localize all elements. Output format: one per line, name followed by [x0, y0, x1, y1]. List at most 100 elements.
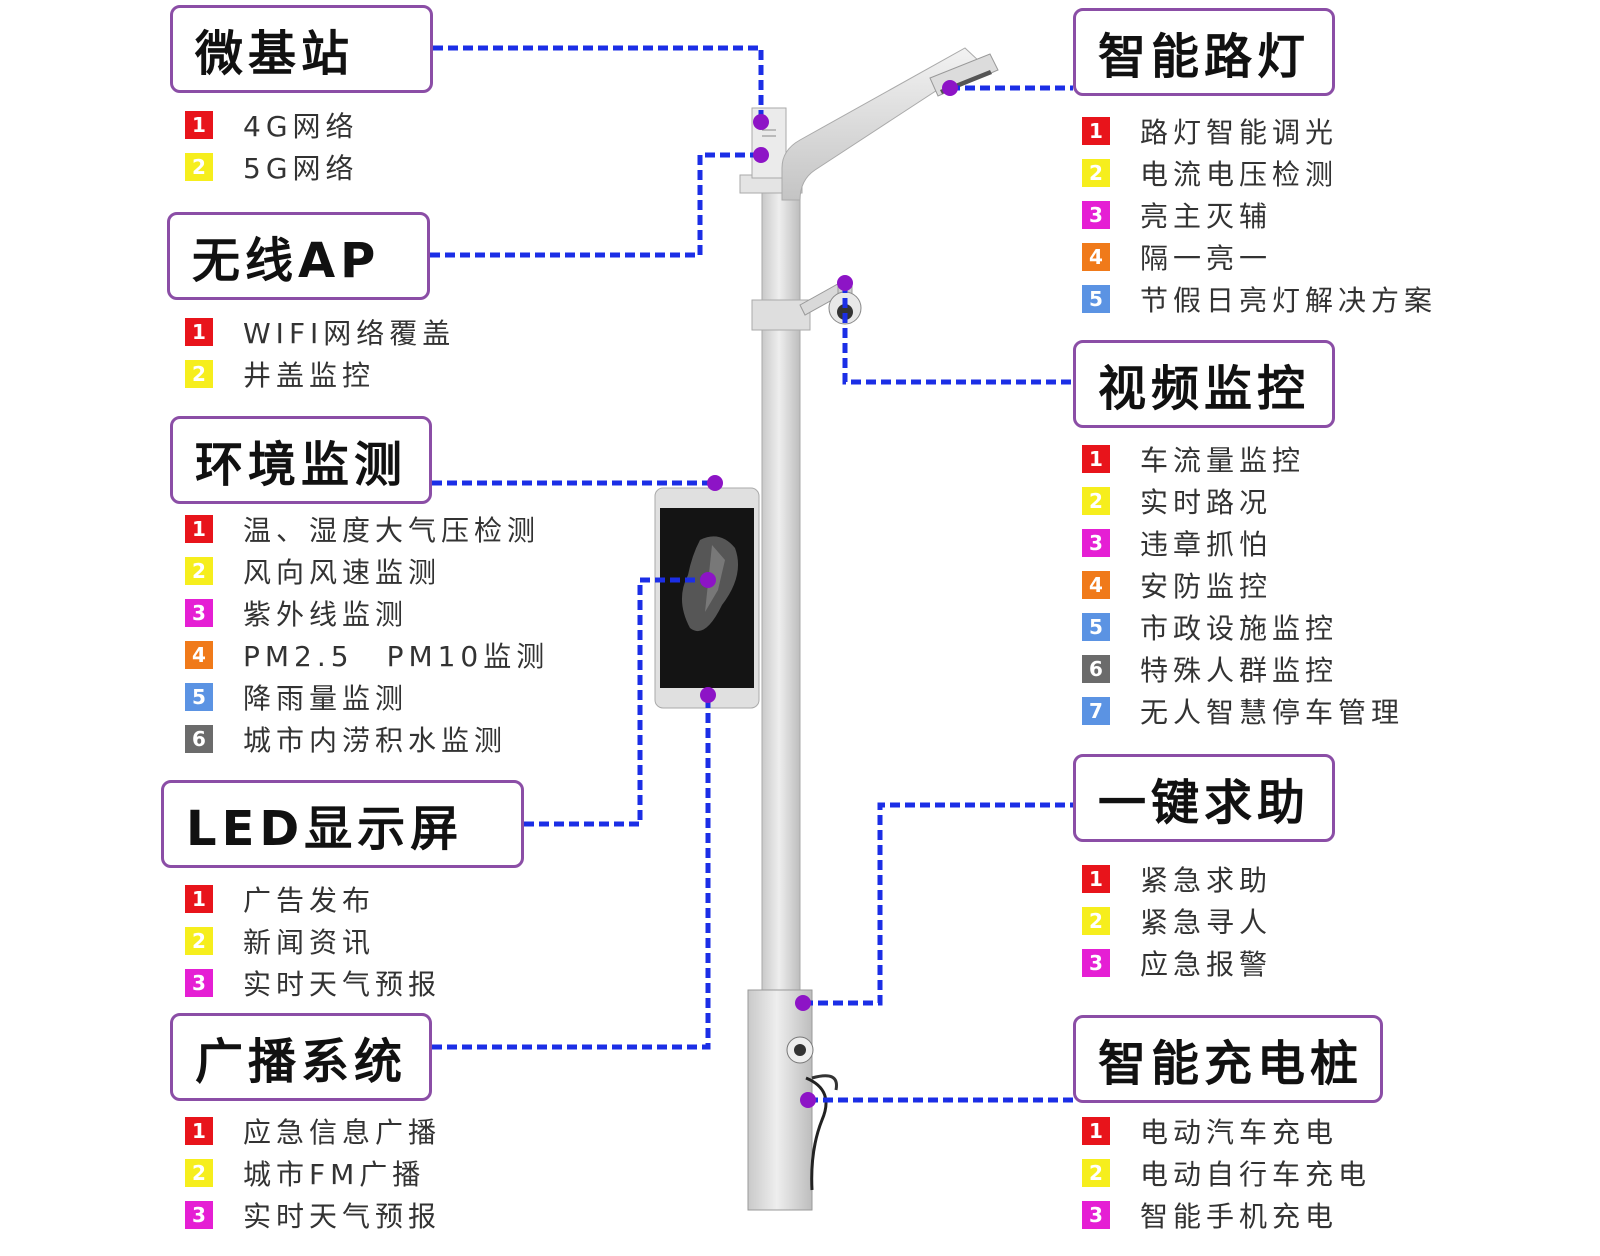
connector-micro-base-station	[433, 45, 764, 122]
number-badge: 1	[1082, 117, 1110, 145]
title-micro-base-station: 微基站	[195, 26, 355, 82]
box-environment-monitoring: 环境监测	[170, 416, 432, 504]
connector-video-surveillance	[842, 283, 1073, 385]
number-badge: 5	[1082, 285, 1110, 313]
item-label: 降雨量监测	[243, 682, 409, 715]
item-label: 紫外线监测	[243, 598, 409, 631]
number-badge: 1	[185, 885, 213, 913]
box-smart-street-light: 智能路灯	[1073, 8, 1335, 96]
number-badge: 3	[1082, 1201, 1110, 1229]
dot-broadcast-system	[700, 687, 716, 703]
item-label: 智能手机充电	[1140, 1200, 1339, 1233]
item-label: 温、湿度大气压检测	[243, 514, 541, 547]
list-item: 2 新闻资讯	[185, 920, 441, 962]
list-item: 2 紧急寻人	[1082, 900, 1272, 942]
item-label: 车流量监控	[1140, 444, 1306, 477]
item-label: PM2.5 PM10监测	[243, 640, 550, 673]
item-label: 实时路况	[1140, 486, 1273, 519]
box-smart-charging-pile: 智能充电桩	[1073, 1015, 1383, 1103]
box-broadcast-system: 广播系统	[170, 1013, 432, 1101]
item-label: 城市FM广播	[243, 1158, 426, 1191]
dot-micro-base-station	[753, 114, 769, 130]
title-wireless-ap: 无线AP	[192, 233, 381, 289]
number-badge: 1	[1082, 865, 1110, 893]
number-badge: 6	[1082, 655, 1110, 683]
list-item: 3 智能手机充电	[1082, 1194, 1371, 1236]
number-badge: 2	[1082, 159, 1110, 187]
item-label: 应急报警	[1140, 948, 1273, 981]
item-label: 节假日亮灯解决方案	[1140, 284, 1438, 317]
list-item: 5 节假日亮灯解决方案	[1082, 278, 1437, 320]
connector-wireless-ap	[430, 152, 761, 258]
item-label: 实时天气预报	[243, 968, 442, 1001]
item-label: 实时天气预报	[243, 1200, 442, 1233]
item-label: 应急信息广播	[243, 1116, 442, 1149]
number-badge: 3	[185, 969, 213, 997]
list-item: 2 电动自行车充电	[1082, 1152, 1371, 1194]
number-badge: 1	[185, 318, 213, 346]
base-equipment	[786, 1036, 838, 1191]
title-video-surveillance: 视频监控	[1098, 361, 1311, 417]
number-badge: 4	[185, 641, 213, 669]
dot-wireless-ap	[753, 147, 769, 163]
box-micro-base-station: 微基站	[170, 5, 433, 93]
item-label: 新闻资讯	[243, 926, 376, 959]
item-label: 井盖监控	[243, 359, 376, 392]
item-label: 广告发布	[243, 884, 376, 917]
number-badge: 2	[1082, 1159, 1110, 1187]
title-broadcast-system: 广播系统	[195, 1034, 408, 1090]
list-item: 3 实时天气预报	[185, 962, 441, 1004]
number-badge: 5	[1082, 613, 1110, 641]
number-badge: 1	[185, 1117, 213, 1145]
led-display-screen	[654, 487, 760, 709]
item-label: 违章抓怕	[1140, 528, 1273, 561]
number-badge: 2	[185, 927, 213, 955]
number-badge: 4	[1082, 571, 1110, 599]
number-badge: 2	[1082, 907, 1110, 935]
dot-one-key-help	[795, 995, 811, 1011]
number-badge: 2	[185, 557, 213, 585]
item-label: 电动汽车充电	[1140, 1116, 1339, 1149]
connection-dots	[700, 80, 958, 1108]
number-badge: 3	[1082, 529, 1110, 557]
item-label: 电流电压检测	[1140, 158, 1339, 191]
number-badge: 1	[1082, 445, 1110, 473]
number-badge: 7	[1082, 697, 1110, 725]
item-label: 紧急寻人	[1140, 906, 1273, 939]
connector-lines	[430, 45, 1073, 1103]
item-label: 特殊人群监控	[1140, 654, 1339, 687]
list-led-display: 1 广告发布 2 新闻资讯 3 实时天气预报	[185, 878, 441, 1004]
dot-environment-monitoring	[707, 475, 723, 491]
item-label: 电动自行车充电	[1140, 1158, 1372, 1191]
number-badge: 6	[185, 725, 213, 753]
box-led-display: LED显示屏	[161, 780, 524, 868]
list-item: 1 广告发布	[185, 878, 441, 920]
number-badge: 1	[185, 111, 213, 139]
item-label: 紧急求助	[1140, 864, 1273, 897]
dot-led-display	[700, 572, 716, 588]
